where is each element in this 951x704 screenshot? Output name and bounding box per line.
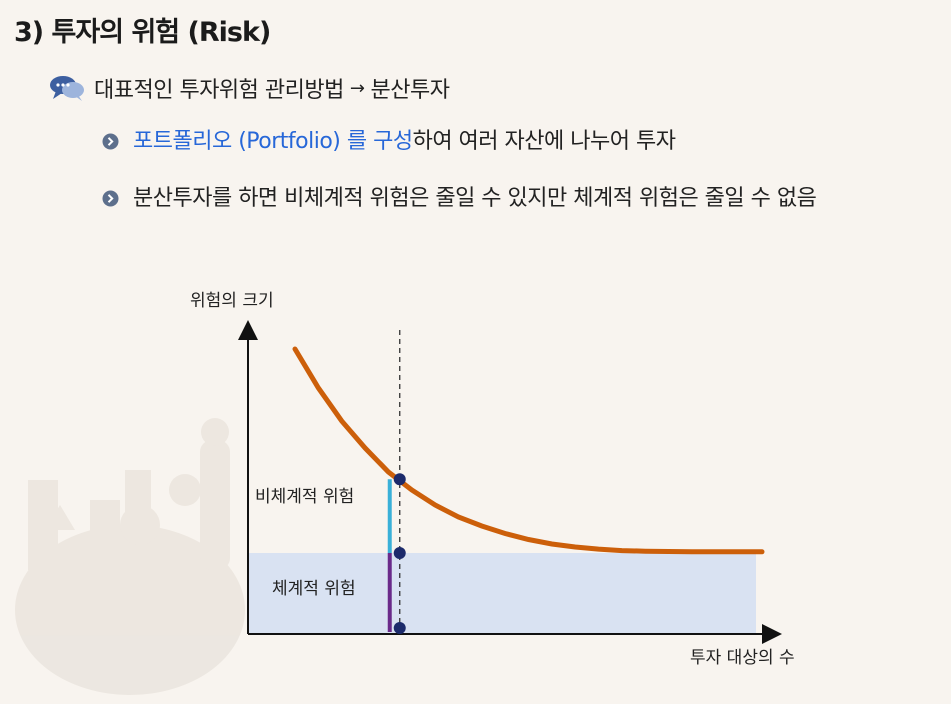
main-point-result: 분산투자 xyxy=(370,78,450,103)
piggy-bank-icon xyxy=(15,525,245,695)
chat-bubbles-icon xyxy=(50,76,84,101)
bullet-item: 분산투자를 하면 비체계적 위험은 줄일 수 있지만 체계적 위험은 줄일 수 … xyxy=(102,181,862,216)
bullet-item: 포트폴리오 (Portfolio) 를 구성하여 여러 자산에 나누어 투자 xyxy=(102,124,676,159)
arrow-icon: → xyxy=(349,77,365,99)
x-axis-marker xyxy=(393,622,406,634)
person-silhouette-icon xyxy=(28,480,58,570)
building-icon xyxy=(90,500,120,540)
coin-icon xyxy=(120,505,160,545)
total-risk-curve xyxy=(292,346,765,555)
coin-icon xyxy=(169,474,201,506)
page-title: 3) 투자의 위험 (Risk) xyxy=(14,17,271,48)
systematic-risk-label: 체계적 위험 xyxy=(272,579,356,599)
curve-intersection-marker xyxy=(393,473,406,486)
systematic-level-marker xyxy=(393,547,406,559)
main-point-text: 대표적인 투자위험 관리방법 xyxy=(94,78,344,103)
y-axis-label: 위험의 크기 xyxy=(190,291,274,311)
circle-chevron-icon xyxy=(102,133,119,150)
bullet-text: 분산투자를 하면 비체계적 위험은 줄일 수 있지만 체계적 위험은 줄일 수 … xyxy=(133,186,817,211)
building-icon xyxy=(125,470,151,530)
bullet-text: 하여 여러 자산에 나누어 투자 xyxy=(412,129,676,154)
x-axis-label: 투자 대상의 수 xyxy=(690,648,795,668)
circle-chevron-icon xyxy=(102,190,119,207)
up-arrow-icon xyxy=(45,505,75,530)
systematic-risk-area xyxy=(248,553,756,634)
main-point: 대표적인 투자위험 관리방법 → 분산투자 xyxy=(48,72,450,104)
bullet-highlight: 포트폴리오 (Portfolio) 를 구성 xyxy=(133,129,413,154)
person-silhouette-icon xyxy=(200,440,230,570)
unsystematic-risk-label: 비체계적 위험 xyxy=(255,487,354,507)
